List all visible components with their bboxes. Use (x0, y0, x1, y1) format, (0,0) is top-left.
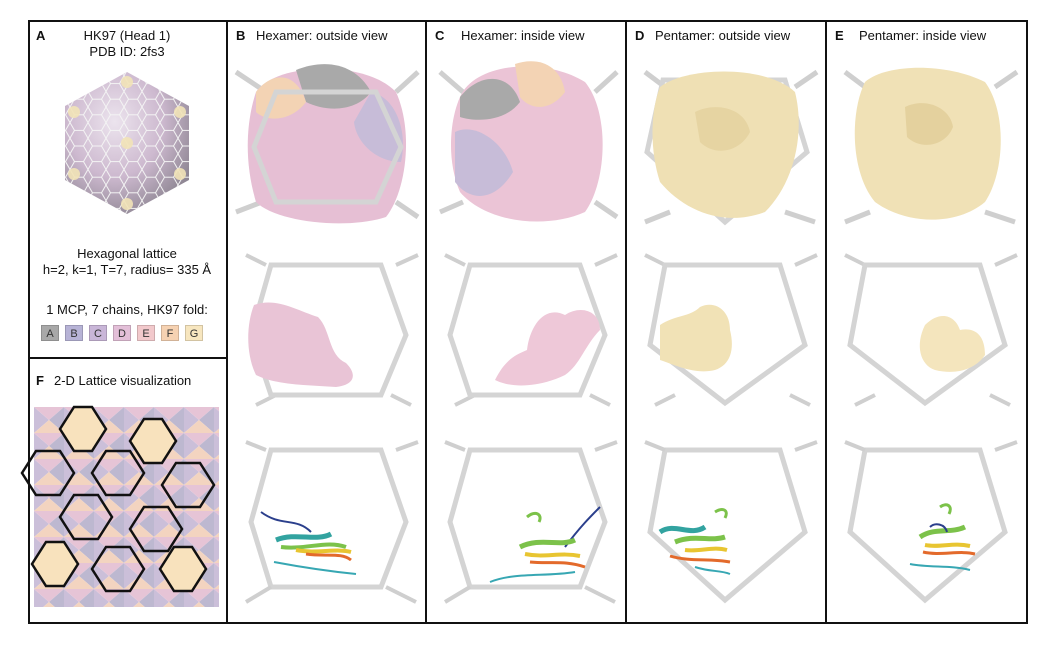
panel-d-letter: D (635, 28, 645, 43)
separator-c-d (625, 20, 627, 624)
panel-f-letter: F (36, 373, 44, 388)
pentamer-outside-monomer (644, 253, 818, 407)
panel-b: B Hexamer: outside view (228, 20, 425, 624)
pentamer-inside-ribbon (844, 440, 1018, 604)
lattice-params: h=2, k=1, T=7, radius= 335 Å (42, 262, 212, 277)
chain-c-swatch: C (89, 325, 107, 341)
panel-a-pdb-id: PDB ID: 2fs3 (89, 44, 165, 59)
panel-c-letter: C (435, 28, 445, 43)
hexamer-inside-ribbon (443, 440, 618, 604)
panel-c: C Hexamer: inside view (427, 20, 625, 624)
chain-e-swatch: E (137, 325, 155, 341)
hexamer-inside-monomer (444, 253, 618, 407)
separator-a-b (226, 20, 228, 624)
lattice-title: Hexagonal lattice (77, 246, 177, 261)
panel-a: A HK97 (Head 1) PDB ID: 2fs3 Hexagonal l… (28, 20, 226, 357)
panel-b-letter: B (236, 28, 246, 43)
panel-e-letter: E (835, 28, 844, 43)
panel-a-letter: A (36, 28, 46, 43)
pentamer-outside-ribbon (644, 440, 818, 604)
separator-a-f (28, 357, 227, 359)
separator-d-e (825, 20, 827, 624)
pentamer-outside-surface (643, 69, 819, 226)
panel-f-title: 2-D Lattice visualization (54, 373, 192, 388)
capsid-illustration (65, 72, 189, 214)
hexamer-outside-ribbon (244, 440, 419, 604)
panel-e-title: Pentamer: inside view (859, 28, 987, 43)
panel-f: F 2-D Lattice visualization (20, 359, 226, 624)
panel-a-title: HK97 (Head 1) (83, 28, 171, 43)
panel-b-title: Hexamer: outside view (256, 28, 388, 43)
chain-d-swatch: D (113, 325, 131, 341)
panel-d: D Pentamer: outside view (627, 20, 825, 624)
chain-legend: A B C D E F G (41, 325, 203, 341)
hexamer-outside-monomer (245, 253, 419, 407)
panel-d-title: Pentamer: outside view (655, 28, 791, 43)
figure-frame (28, 20, 1028, 624)
panel-c-title: Hexamer: inside view (461, 28, 585, 43)
mcp-description: 1 MCP, 7 chains, HK97 fold: (46, 302, 208, 317)
chain-a-swatch: A (41, 325, 59, 341)
chain-f-swatch: F (161, 325, 179, 341)
pentamer-inside-monomer (844, 253, 1018, 407)
chain-g-swatch: G (185, 325, 203, 341)
hexamer-inside-surface (438, 61, 619, 222)
separator-b-c (425, 20, 427, 624)
chain-b-swatch: B (65, 325, 83, 341)
panel-e: E Pentamer: inside view (827, 20, 1028, 624)
lattice-2d-illustration (20, 405, 219, 607)
hexamer-outside-surface (234, 64, 420, 224)
pentamer-inside-surface (843, 67, 1019, 225)
